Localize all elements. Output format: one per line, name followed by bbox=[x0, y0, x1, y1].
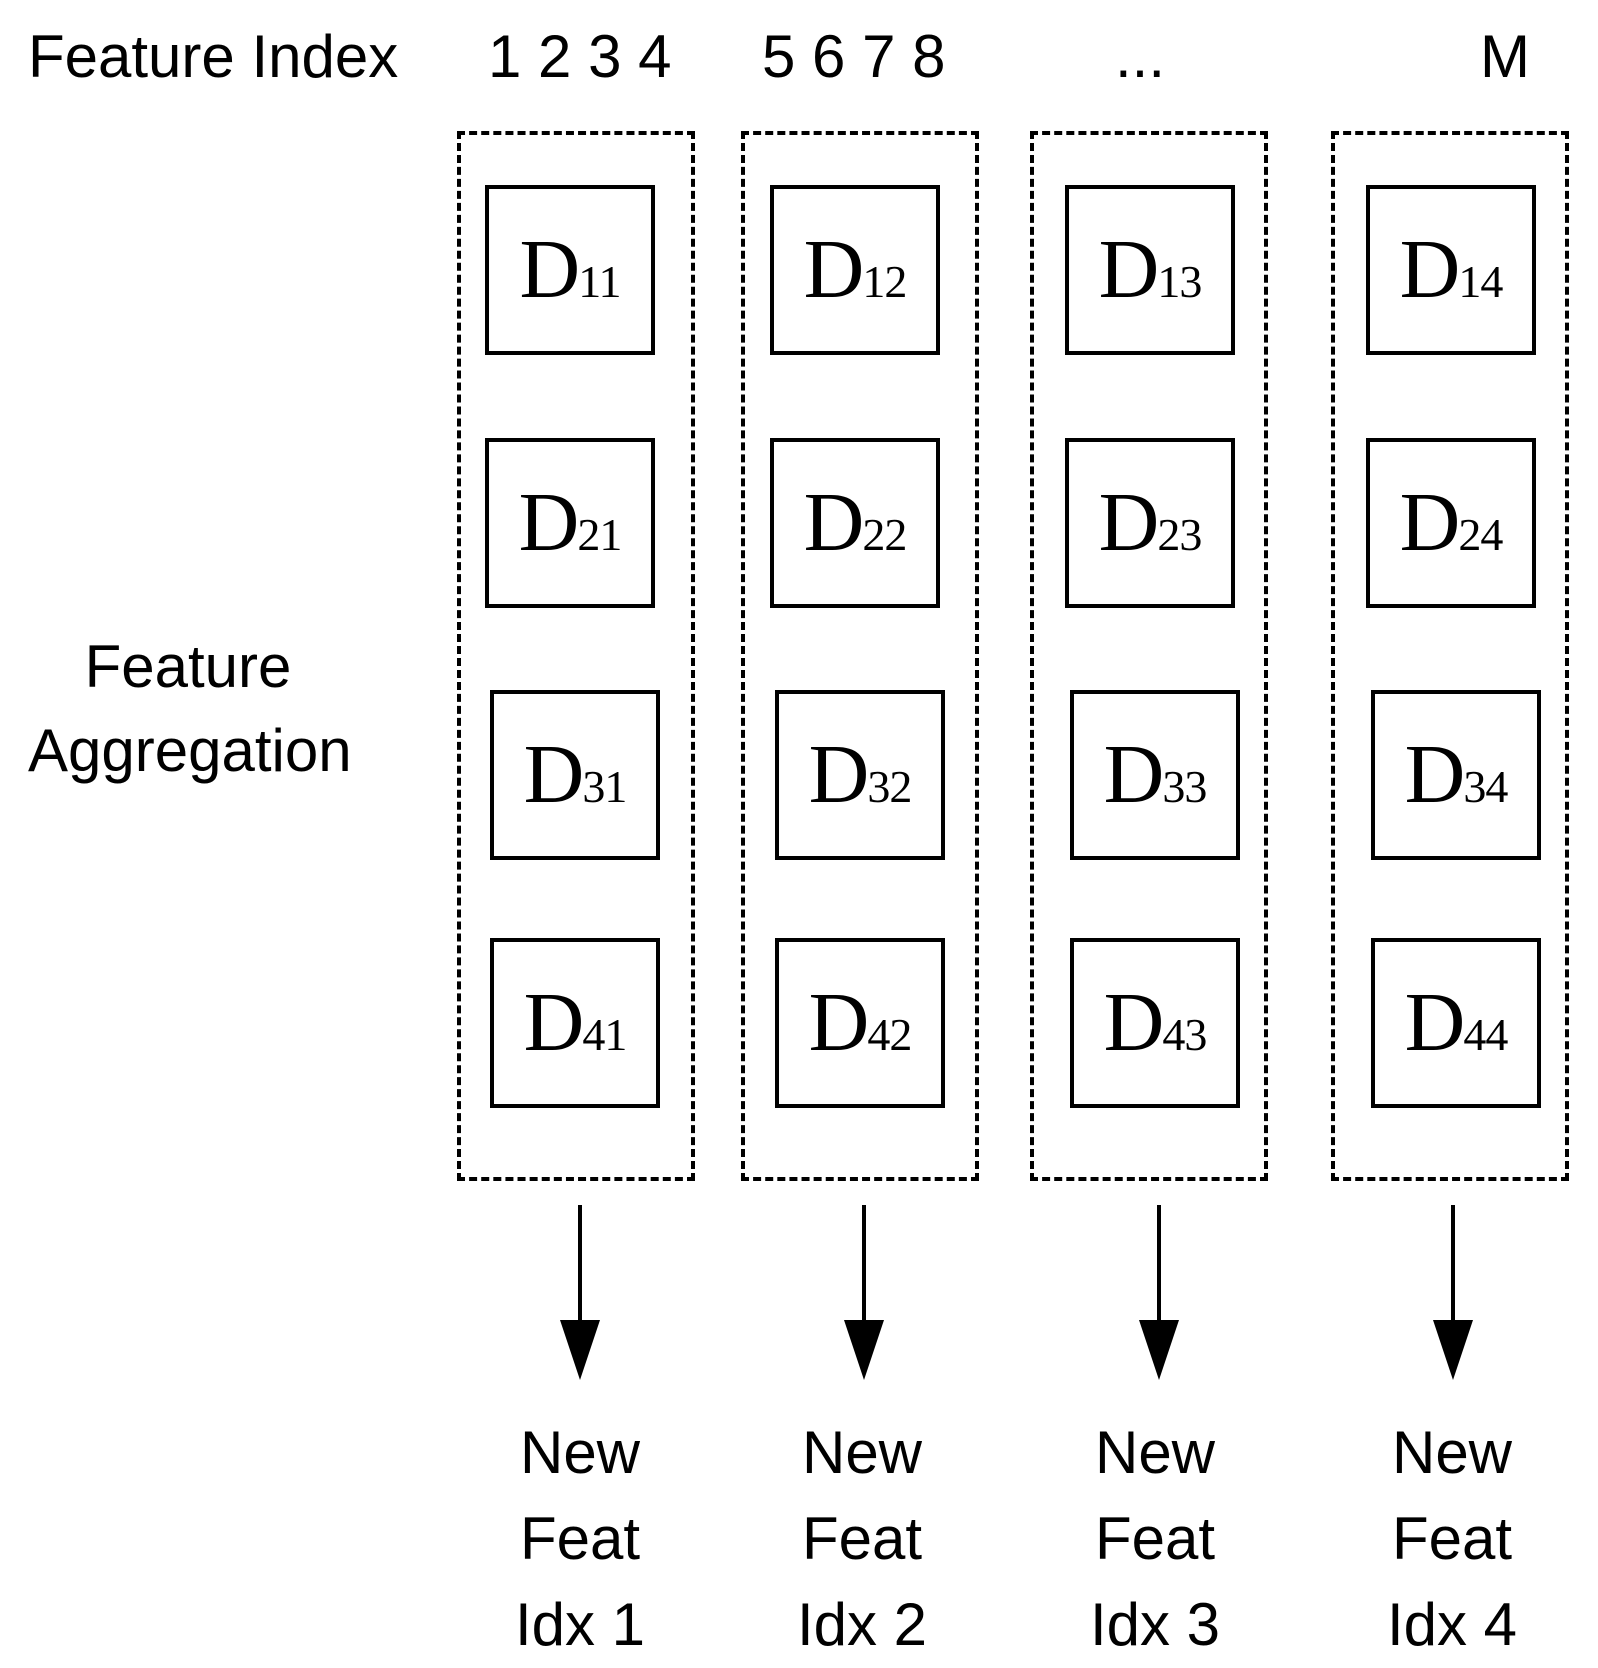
cell-subscript: 13 bbox=[1157, 256, 1202, 307]
output-label-2: New Feat Idx 2 bbox=[742, 1410, 982, 1668]
feature-aggregation-label: Feature Aggregation bbox=[28, 625, 352, 793]
cell-letter: D bbox=[523, 976, 585, 1069]
cell-letter: D bbox=[803, 476, 865, 569]
output-line-idx: Idx 4 bbox=[1386, 1591, 1518, 1658]
output-line-new: New bbox=[801, 1419, 923, 1486]
cell-subscript: 14 bbox=[1458, 256, 1503, 307]
cell-subscript: 42 bbox=[867, 1009, 912, 1060]
arrow-down-icon bbox=[1139, 1205, 1179, 1380]
output-line-new: New bbox=[519, 1419, 641, 1486]
column-group-box-1 bbox=[457, 131, 695, 1181]
cell-subscript: 12 bbox=[862, 256, 907, 307]
arrow-down-icon bbox=[1433, 1205, 1473, 1380]
cell-letter: D bbox=[808, 728, 870, 821]
arrow-down-icon bbox=[844, 1205, 884, 1380]
cell-subscript: 34 bbox=[1463, 761, 1508, 812]
output-line-idx: Idx 1 bbox=[514, 1591, 646, 1658]
output-line-idx: Idx 3 bbox=[1089, 1591, 1221, 1658]
cell-letter: D bbox=[1404, 728, 1466, 821]
cell-letter: D bbox=[1399, 476, 1461, 569]
output-label-3: New Feat Idx 3 bbox=[1035, 1410, 1275, 1668]
cell-subscript: 41 bbox=[582, 1009, 627, 1060]
cell-subscript: 21 bbox=[577, 509, 622, 560]
cell-subscript: 24 bbox=[1458, 509, 1503, 560]
cell-letter: D bbox=[519, 223, 581, 316]
cell-subscript: 32 bbox=[867, 761, 912, 812]
cell-letter: D bbox=[518, 476, 580, 569]
output-label-4: New Feat Idx 4 bbox=[1332, 1410, 1572, 1668]
cell-letter: D bbox=[1103, 728, 1165, 821]
feature-index-ellipsis: ... bbox=[1115, 23, 1166, 90]
cell-subscript: 22 bbox=[862, 509, 907, 560]
cell-letter: D bbox=[1404, 976, 1466, 1069]
column-group-box-3 bbox=[1030, 131, 1268, 1181]
cell-subscript: 11 bbox=[578, 256, 621, 307]
feature-index-group-2: 5 6 7 8 bbox=[762, 23, 946, 90]
feature-aggregation-line-2: Aggregation bbox=[28, 717, 352, 784]
cell-subscript: 43 bbox=[1162, 1009, 1207, 1060]
cell-subscript: 33 bbox=[1162, 761, 1207, 812]
output-line-feat: Feat bbox=[1391, 1505, 1513, 1572]
cell-letter: D bbox=[803, 223, 865, 316]
arrow-down-icon bbox=[560, 1205, 600, 1380]
feature-index-title: Feature Index bbox=[28, 23, 399, 90]
output-line-idx: Idx 2 bbox=[796, 1591, 928, 1658]
feature-aggregation-line-1: Feature bbox=[84, 633, 292, 700]
output-line-feat: Feat bbox=[519, 1505, 641, 1572]
output-label-1: New Feat Idx 1 bbox=[460, 1410, 700, 1668]
cell-letter: D bbox=[1098, 223, 1160, 316]
cell-letter: D bbox=[1103, 976, 1165, 1069]
column-group-box-2 bbox=[741, 131, 979, 1181]
feature-index-group-1: 1 2 3 4 bbox=[488, 23, 672, 90]
output-line-feat: Feat bbox=[1094, 1505, 1216, 1572]
column-group-box-4 bbox=[1331, 131, 1569, 1181]
cell-letter: D bbox=[1098, 476, 1160, 569]
cell-letter: D bbox=[1399, 223, 1461, 316]
feature-index-group-m: M bbox=[1480, 23, 1530, 90]
output-line-feat: Feat bbox=[801, 1505, 923, 1572]
output-line-new: New bbox=[1391, 1419, 1513, 1486]
cell-letter: D bbox=[523, 728, 585, 821]
cell-letter: D bbox=[808, 976, 870, 1069]
output-line-new: New bbox=[1094, 1419, 1216, 1486]
cell-subscript: 31 bbox=[582, 761, 627, 812]
cell-subscript: 23 bbox=[1157, 509, 1202, 560]
cell-subscript: 44 bbox=[1463, 1009, 1508, 1060]
